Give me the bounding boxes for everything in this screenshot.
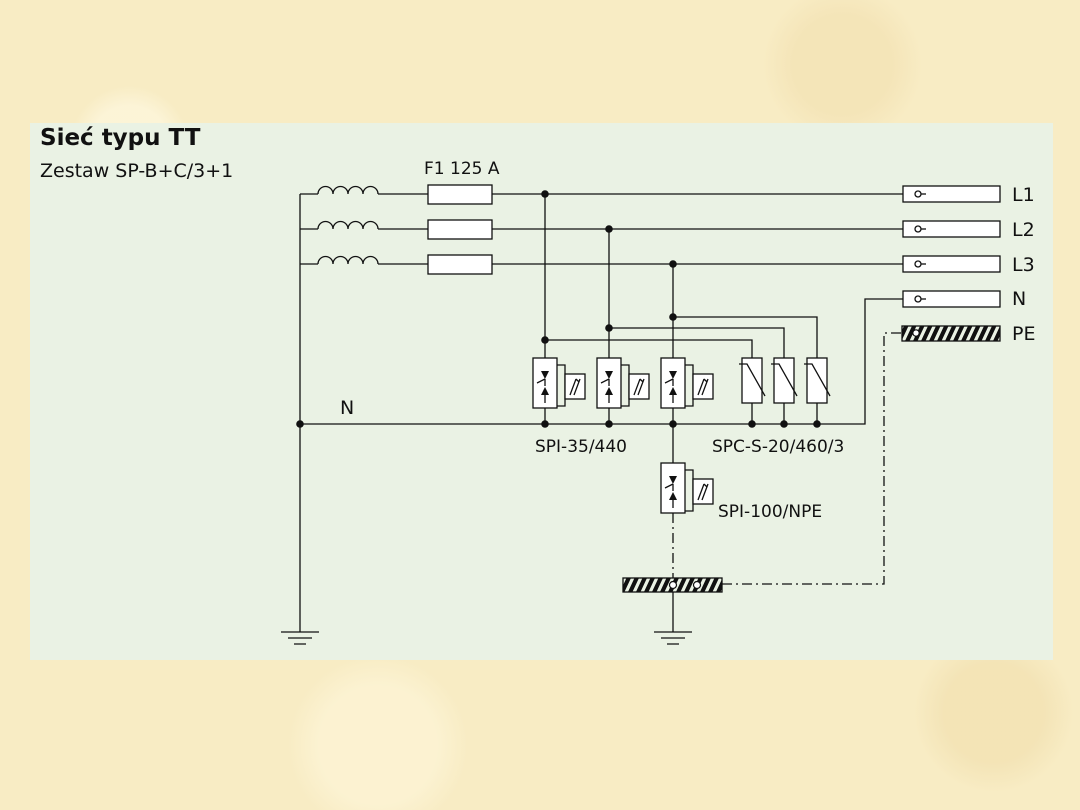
phase-lines bbox=[378, 193, 903, 265]
transformer-windings bbox=[317, 185, 379, 265]
terminal-pe bbox=[901, 325, 1001, 342]
varistor-3 bbox=[803, 357, 831, 404]
terminal-label-l3: L3 bbox=[1012, 254, 1035, 276]
spc-varistors bbox=[738, 357, 831, 424]
device-label-spi-npe: SPI-100/NPE bbox=[718, 502, 822, 522]
device-label-spi-phase: SPI-35/440 bbox=[535, 437, 627, 457]
fuse-l1 bbox=[427, 184, 493, 205]
spi-arrester-l1 bbox=[532, 357, 586, 409]
spi-arrester-l3 bbox=[660, 357, 714, 409]
terminal-label-pe: PE bbox=[1012, 323, 1035, 345]
junction-dots bbox=[296, 190, 821, 428]
earth-symbol-right bbox=[654, 631, 692, 645]
varistor-1 bbox=[738, 357, 766, 404]
terminal-label-n: N bbox=[1012, 288, 1026, 310]
earth-symbol-left bbox=[281, 631, 319, 645]
diagram-title: Sieć typu TT bbox=[40, 125, 201, 151]
phase-taps bbox=[544, 194, 818, 358]
fuse-label: F1 125 A bbox=[424, 159, 500, 179]
equipotential-bar bbox=[622, 577, 723, 593]
supply-bus bbox=[299, 193, 318, 632]
spi-phase-arresters bbox=[532, 357, 714, 424]
terminal-l2 bbox=[902, 220, 1001, 238]
neutral-bus bbox=[300, 298, 903, 425]
terminals bbox=[901, 185, 1001, 342]
device-label-spc: SPC-S-20/460/3 bbox=[712, 437, 844, 457]
terminal-label-l1: L1 bbox=[1012, 184, 1035, 206]
terminal-label-l2: L2 bbox=[1012, 219, 1035, 241]
neutral-label: N bbox=[340, 397, 354, 419]
fuses bbox=[427, 184, 493, 275]
terminal-n bbox=[902, 290, 1001, 308]
pe-conductor bbox=[722, 332, 902, 585]
fuse-l2 bbox=[427, 219, 493, 240]
spi-npe-arrester bbox=[660, 424, 714, 632]
varistor-2 bbox=[770, 357, 798, 404]
terminal-l3 bbox=[902, 255, 1001, 273]
diagram-subtitle: Zestaw SP-B+C/3+1 bbox=[40, 160, 233, 182]
spi-arrester-l2 bbox=[596, 357, 650, 409]
fuse-l3 bbox=[427, 254, 493, 275]
terminal-l1 bbox=[902, 185, 1001, 203]
